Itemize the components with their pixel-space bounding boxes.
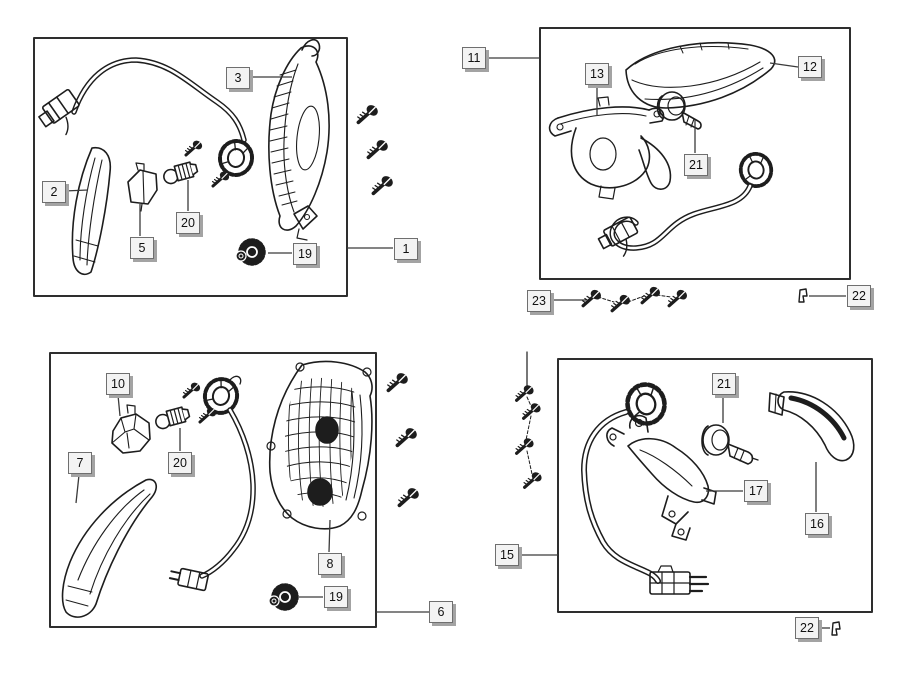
wire-harness-part [38, 57, 257, 180]
part-number-button[interactable]: 19 [293, 243, 317, 265]
part-number-button[interactable]: 23 [527, 290, 551, 312]
bulb-socket-part-21b [701, 424, 759, 465]
part-number-button[interactable]: 12 [798, 56, 822, 78]
bulb-socket-part-21 [656, 91, 702, 130]
part-number-button[interactable]: 6 [429, 601, 453, 623]
bracket-part-13 [548, 96, 672, 200]
socket-wire-part [597, 149, 776, 257]
headlight-housing-part-8 [266, 360, 373, 530]
screw-set-part-23 [581, 284, 690, 313]
part-number-button[interactable]: 5 [130, 237, 154, 259]
bulb-part-20b [152, 405, 192, 431]
part-number-button[interactable]: 15 [495, 544, 519, 566]
part-number-button[interactable]: 20 [176, 212, 200, 234]
part-number-button[interactable]: 10 [106, 373, 130, 395]
bracket-part-17 [606, 414, 717, 541]
part-number-button[interactable]: 20 [168, 452, 192, 474]
lens-part-16 [768, 391, 855, 462]
garnish-part-12 [625, 42, 776, 109]
lens-part-7 [61, 478, 158, 618]
assembly-box-1 [33, 37, 348, 297]
part-number-button[interactable]: 2 [42, 181, 66, 203]
part-number-button[interactable]: 19 [324, 586, 348, 608]
assembly-box-15 [557, 358, 873, 613]
assembly-box-11 [539, 27, 851, 280]
part-number-button[interactable]: 1 [394, 238, 418, 260]
grommet-part-19 [234, 238, 266, 266]
part-number-button[interactable]: 8 [318, 553, 342, 575]
panel-top-left-drawing [33, 37, 396, 297]
part-number-button[interactable]: 22 [795, 617, 819, 639]
panel-top-right-drawing [539, 27, 851, 313]
part-number-button[interactable]: 7 [68, 452, 92, 474]
grommet-part-19b [267, 583, 299, 611]
part-number-button[interactable]: 11 [462, 47, 486, 69]
socket-cap-part-10 [111, 404, 151, 454]
clip-part-22b [831, 621, 841, 636]
part-number-button[interactable]: 17 [744, 480, 768, 502]
part-number-button[interactable]: 16 [805, 513, 829, 535]
turn-signal-housing-part-3 [268, 38, 330, 241]
part-number-button[interactable]: 3 [226, 67, 250, 89]
clip-part-22 [798, 288, 808, 303]
socket-wire-part-15 [581, 380, 710, 595]
socket-wire-part-6 [168, 373, 256, 592]
bulb-part-20 [160, 160, 200, 186]
part-number-button[interactable]: 21 [684, 154, 708, 176]
panel-bottom-right-drawing [514, 351, 873, 636]
lens-part-2 [71, 146, 112, 276]
leader-lines [63, 57, 846, 629]
cover-part-5 [127, 162, 158, 212]
part-number-button[interactable]: 21 [712, 373, 736, 395]
panel-bottom-left-drawing [49, 352, 422, 628]
part-number-button[interactable]: 13 [585, 63, 609, 85]
screw-set-part-15 [514, 351, 544, 489]
part-number-button[interactable]: 22 [847, 285, 871, 307]
assembly-box-6 [49, 352, 377, 628]
